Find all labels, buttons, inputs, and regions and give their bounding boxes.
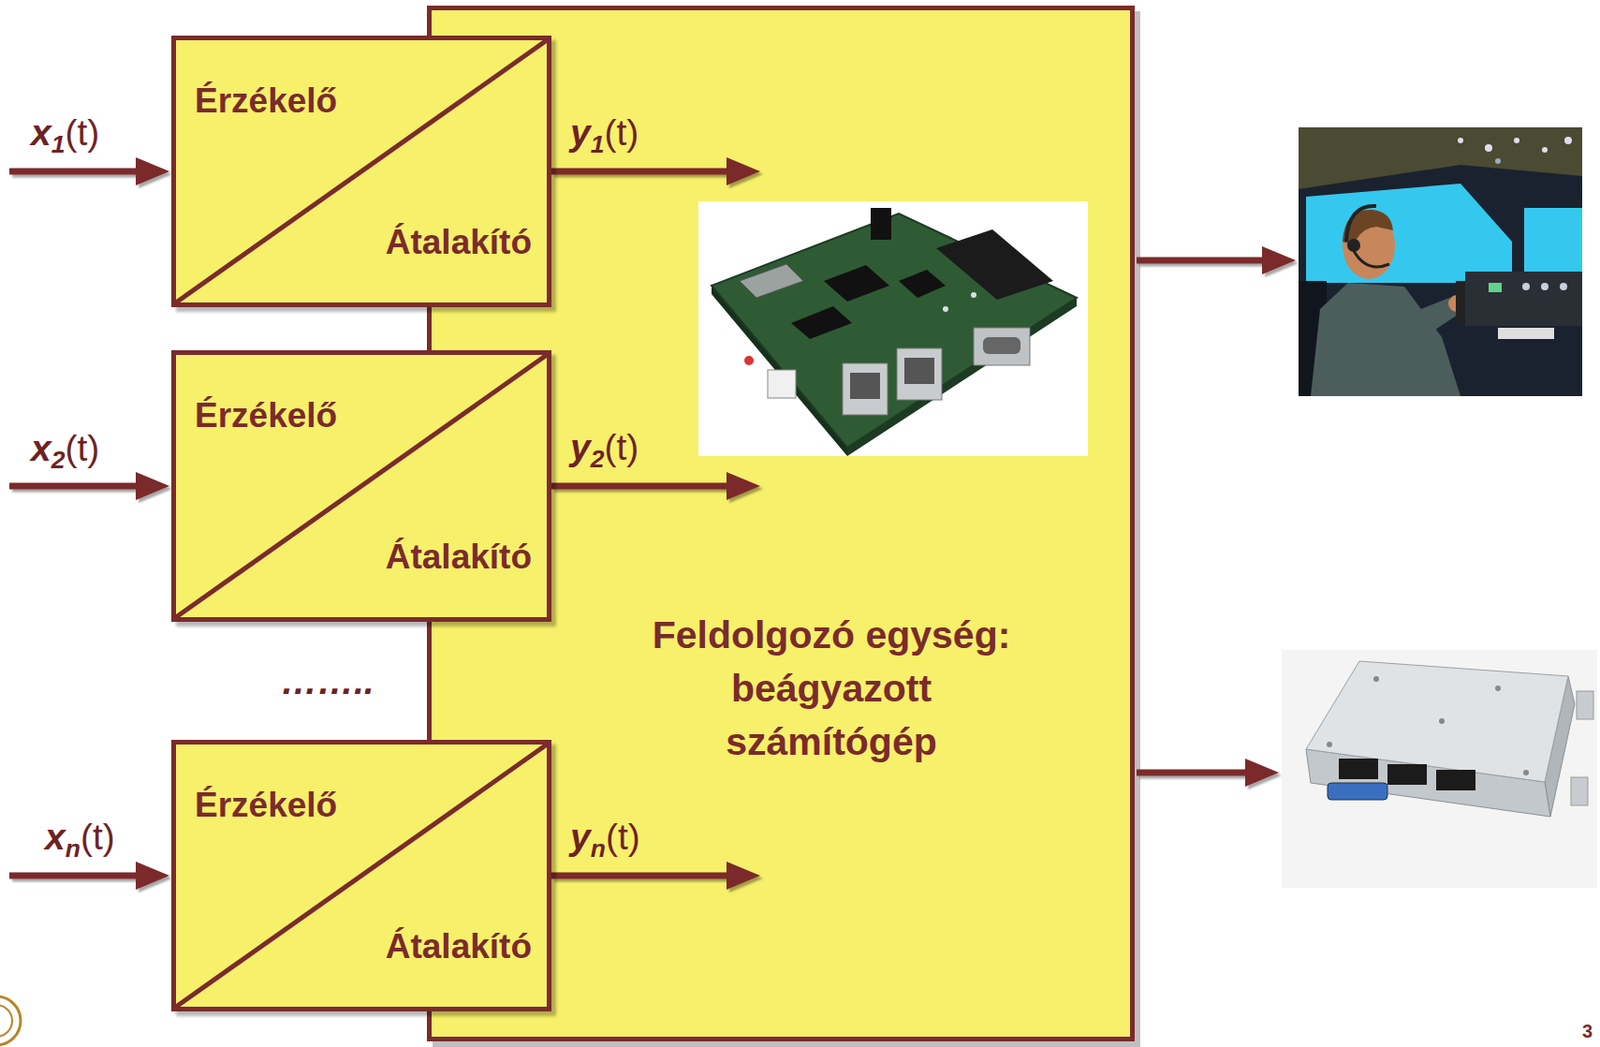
page-number: 3 — [1582, 1019, 1593, 1043]
diagonal-line — [176, 744, 547, 1007]
board-picture — [698, 201, 1088, 456]
input-arrow — [9, 483, 151, 490]
output-arrows — [1136, 260, 1278, 773]
signal-name: yn(t) — [570, 815, 641, 865]
signal-argument: (t) — [605, 816, 641, 857]
logo — [0, 996, 21, 1045]
diagonal-divider — [176, 354, 547, 617]
signal-name: y2(t) — [570, 425, 639, 475]
signal-index: 1 — [51, 130, 66, 159]
sensor-label: Érzékelő — [194, 81, 338, 122]
output-arrow — [1136, 769, 1261, 777]
signal-index: 2 — [590, 444, 605, 473]
converter-label: Átalakító — [385, 926, 532, 968]
control-unit-picture — [1281, 649, 1598, 888]
signal-argument: (t) — [603, 112, 639, 153]
signal-name: y1(t) — [570, 111, 639, 161]
input-arrow — [9, 168, 151, 176]
signal-arrow — [551, 872, 742, 880]
unit-title: Feldolgozó egység: beágyazott számítógép — [634, 608, 1028, 769]
input-arrow — [9, 872, 151, 880]
signal-symbol: x — [30, 112, 52, 153]
output-arrow — [1136, 257, 1278, 265]
signal-name: xn(t) — [44, 815, 116, 865]
sensor-label: Érzékelő — [194, 785, 338, 826]
signal-index: n — [65, 834, 81, 863]
diagonal-line — [176, 40, 547, 303]
signal-argument: (t) — [603, 426, 639, 468]
pilot-picture — [1298, 127, 1583, 397]
input-arrows — [9, 171, 151, 876]
diagonal-divider — [176, 40, 547, 303]
diagonal-line — [176, 354, 547, 617]
ellipsis: …….. — [280, 660, 375, 705]
sensor-converter-box: ÉrzékelőÁtalakító — [171, 35, 552, 308]
converter-label: Átalakító — [385, 222, 532, 264]
signal-name: x2(t) — [30, 426, 100, 476]
signal-symbol: y — [570, 112, 591, 153]
sensor-converter-box: ÉrzékelőÁtalakító — [171, 739, 552, 1012]
signal-argument: (t) — [80, 816, 116, 857]
signal-argument: (t) — [64, 427, 100, 469]
sensor-label: Érzékelő — [194, 396, 338, 437]
signal-symbol: y — [570, 816, 591, 857]
signal-symbol: x — [44, 816, 66, 857]
signal-index: n — [590, 834, 606, 863]
signal-index: 1 — [590, 130, 605, 159]
signal-symbol: y — [570, 426, 591, 468]
sensor-converter-box: ÉrzékelőÁtalakító — [171, 350, 552, 622]
signal-index: 2 — [51, 445, 66, 474]
signal-arrow — [551, 168, 742, 176]
signal-argument: (t) — [64, 112, 100, 153]
converter-label: Átalakító — [385, 537, 532, 578]
signal-name: x1(t) — [30, 111, 100, 161]
signal-symbol: x — [30, 427, 52, 469]
signal-arrow — [551, 483, 742, 490]
diagonal-divider — [176, 744, 547, 1007]
